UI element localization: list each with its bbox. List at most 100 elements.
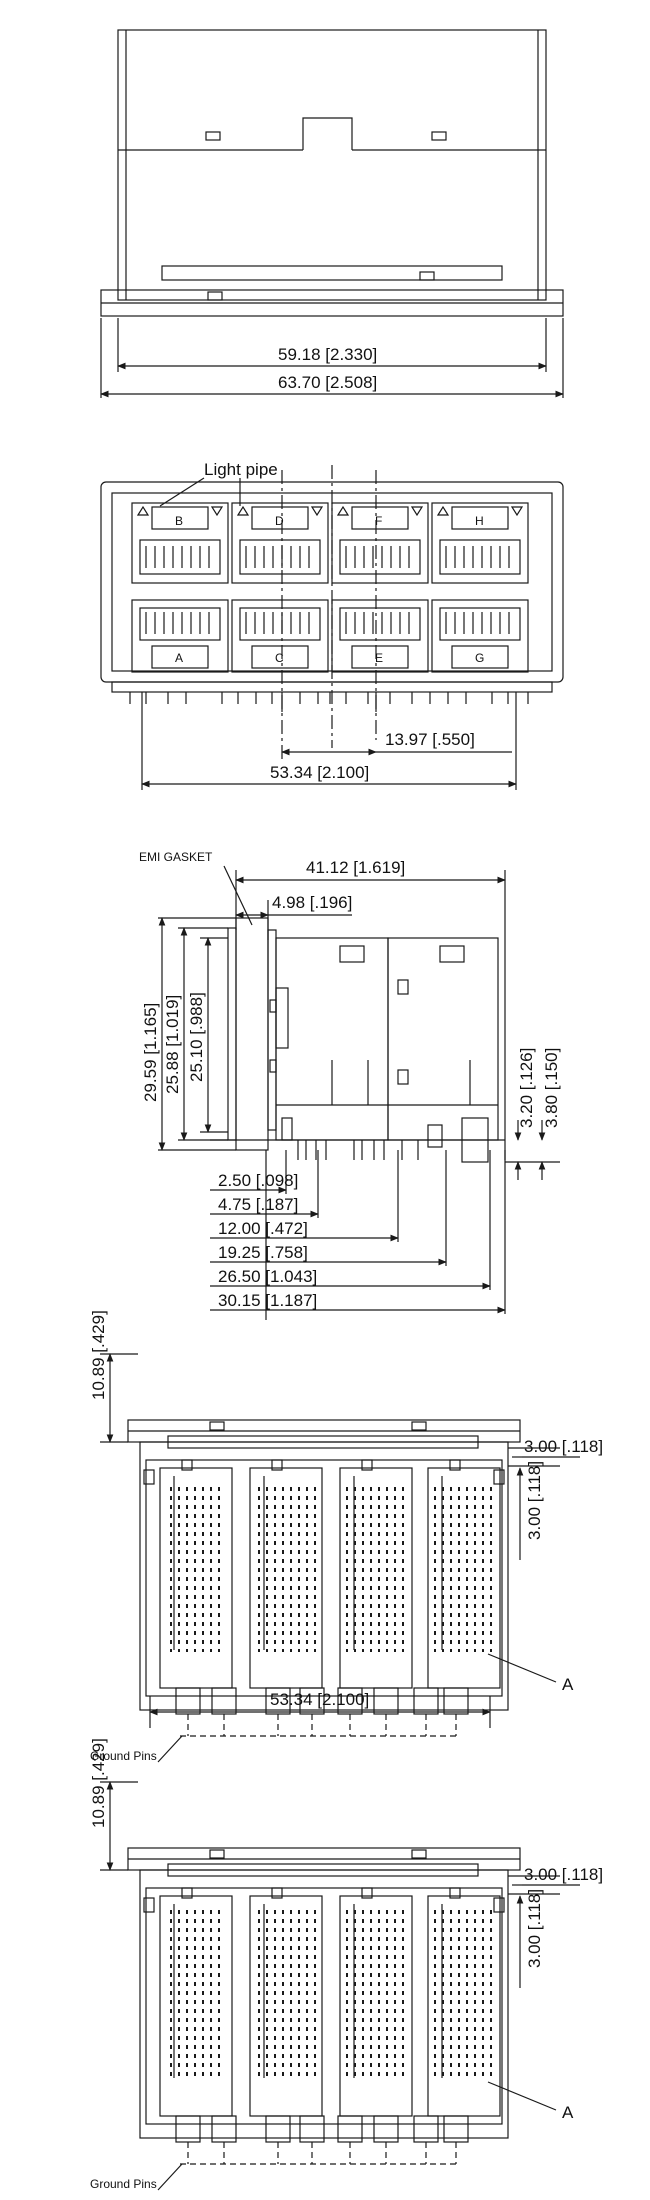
led-indicator-icon xyxy=(336,505,350,516)
port-contacts xyxy=(139,539,221,575)
detail-label-a: A xyxy=(562,1675,574,1694)
emi-gasket-label: EMI GASKET xyxy=(139,850,213,864)
port-contacts xyxy=(239,539,321,575)
port-letter-label: E xyxy=(375,651,383,665)
cavity-tab xyxy=(181,1887,193,1899)
corner-post xyxy=(493,1469,505,1485)
cavity-tab xyxy=(361,1459,373,1471)
dimension-text: 26.50 [1.043] xyxy=(218,1267,317,1286)
ground-pins-label: Ground Pins xyxy=(90,2177,157,2191)
dimension-corner-offset-vertical: 3.00 [.118] xyxy=(525,1461,544,1540)
cavity-tab xyxy=(361,1887,373,1899)
cavity-tab xyxy=(449,1887,461,1899)
top-slot xyxy=(431,131,447,141)
side-latch-window xyxy=(269,999,277,1013)
side-tab xyxy=(397,979,409,995)
bottom-slot xyxy=(209,1849,225,1859)
corner-post xyxy=(143,1469,155,1485)
leader-line xyxy=(157,1735,183,1763)
top-center-notch xyxy=(302,117,353,150)
port-latch xyxy=(451,645,509,669)
leader-line xyxy=(157,2163,183,2191)
led-indicator-icon xyxy=(310,506,324,517)
side-housing-front xyxy=(275,937,389,1141)
port-contacts xyxy=(139,607,221,641)
port-latch xyxy=(351,645,409,669)
dimension-corner-offset-vertical: 3.00 [.118] xyxy=(525,1889,544,1968)
port-contacts xyxy=(439,607,521,641)
dimension-text: 12.00 [.472] xyxy=(218,1219,308,1238)
led-indicator-icon xyxy=(410,506,424,517)
port-latch xyxy=(151,506,209,530)
top-slot xyxy=(419,271,435,281)
side-tab xyxy=(339,945,365,963)
side-housing-rear xyxy=(387,937,499,1141)
port-letter-label: A xyxy=(175,651,183,665)
corner-post xyxy=(143,1897,155,1913)
bottom-slot xyxy=(411,1421,427,1431)
led-indicator-icon xyxy=(210,506,224,517)
dimension-inner-height: 25.10 [.988] xyxy=(187,992,206,1082)
detail-label-a: A xyxy=(562,2103,574,2122)
contact-array xyxy=(166,1910,226,2080)
side-tab xyxy=(397,1069,409,1085)
dimension-text: 30.15 [1.187] xyxy=(218,1291,317,1310)
dimension-outer-width: 63.70 [2.508] xyxy=(278,373,377,392)
corner-post xyxy=(493,1897,505,1913)
side-bezel-flange xyxy=(267,929,277,1131)
dimension-text: 2.50 [.098] xyxy=(218,1171,298,1190)
side-latch xyxy=(275,987,289,1049)
contact-array xyxy=(434,1910,494,2080)
port-latch xyxy=(451,506,509,530)
contact-array xyxy=(256,1910,316,2080)
dimension-inner-width: 59.18 [2.330] xyxy=(278,345,377,364)
dimension-gasket-offset: 4.98 [.196] xyxy=(272,893,352,912)
cavity-tab xyxy=(271,1887,283,1899)
view-bottom-1: 10.89 [.429]3.00 [.118]3.00 [.118]AGroun… xyxy=(89,1310,603,1763)
port-latch xyxy=(251,506,309,530)
ground-pins-label: Ground Pins xyxy=(90,1749,157,1763)
pcb-edge xyxy=(111,681,553,693)
port-latch xyxy=(251,645,309,669)
contact-array xyxy=(256,1482,316,1652)
rj45-port xyxy=(231,599,329,673)
leader-line xyxy=(487,2081,557,2111)
port-latch xyxy=(351,506,409,530)
top-slot xyxy=(207,291,223,301)
contact-array xyxy=(166,1482,226,1652)
dimension-corner-offset: 3.00 [.118] xyxy=(524,1437,603,1456)
view-bottom-2: 53.34 [2.100]10.89 [.429]3.00 [.118]3.00… xyxy=(89,1690,603,2191)
top-front-plate xyxy=(161,265,503,281)
view-top: 59.18 [2.330] 63.70 [2.508] xyxy=(100,29,564,398)
bottom-slot xyxy=(209,1421,225,1431)
port-letter-label: F xyxy=(375,514,382,528)
port-contacts xyxy=(439,539,521,575)
bottom-slot xyxy=(411,1849,427,1859)
port-contacts xyxy=(239,607,321,641)
dimension-port-pitch: 13.97 [.550] xyxy=(385,730,475,749)
port-letter-label: G xyxy=(475,651,484,665)
dimension-text: 19.25 [.758] xyxy=(218,1243,308,1262)
led-indicator-icon xyxy=(436,505,450,516)
rj45-port xyxy=(231,502,329,584)
dimension-corner-offset: 3.00 [.118] xyxy=(524,1865,603,1884)
port-letter-label: D xyxy=(275,514,284,528)
leader-line xyxy=(487,1653,557,1683)
side-bezel xyxy=(235,917,269,1151)
led-indicator-icon xyxy=(236,505,250,516)
dimension-pin-standoff: 3.20 [.126] xyxy=(517,1048,536,1128)
rj45-port xyxy=(131,502,229,584)
port-letter-label: H xyxy=(475,514,484,528)
contact-array xyxy=(346,1482,406,1652)
dimension-port-span: 53.34 [2.100] xyxy=(270,763,369,782)
rj45-port xyxy=(431,502,529,584)
cavity-tab xyxy=(449,1459,461,1471)
port-contacts xyxy=(339,607,421,641)
top-slot xyxy=(205,131,221,141)
port-letter-label: B xyxy=(175,514,183,528)
light-pipe-leader xyxy=(159,477,205,507)
emi-gasket-leader xyxy=(223,865,253,926)
contact-array xyxy=(346,1910,406,2080)
cavity-tab xyxy=(181,1459,193,1471)
dimension-port-span: 53.34 [2.100] xyxy=(270,1690,369,1709)
